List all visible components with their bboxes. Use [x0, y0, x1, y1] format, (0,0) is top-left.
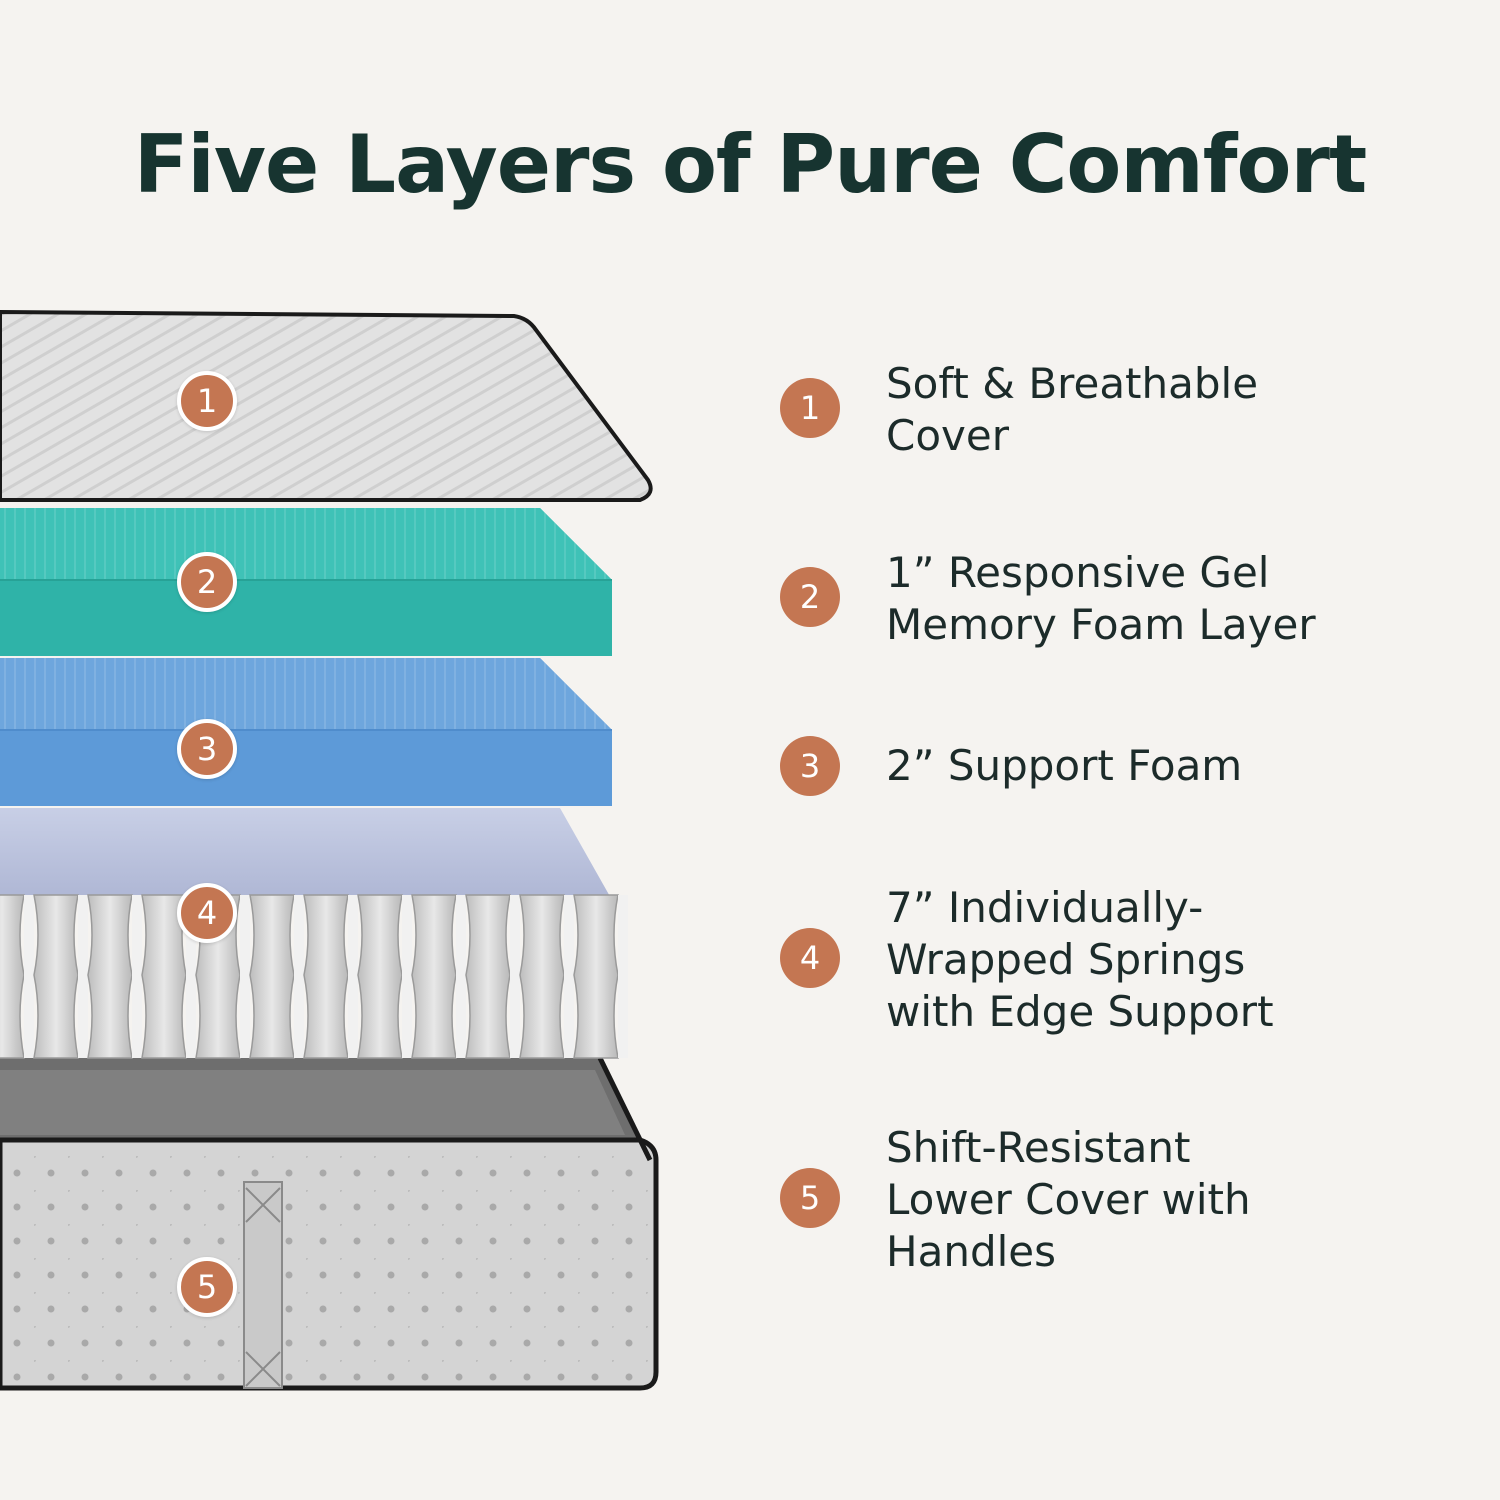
support-foam-layer	[0, 658, 612, 806]
spring-coil	[465, 894, 511, 1059]
layer-marker-5: 5	[177, 1257, 237, 1317]
legend-label-3: 2” Support Foam	[886, 741, 1243, 790]
legend-label-5: Shift-Resistant Lower Cover with Handles	[886, 1123, 1251, 1276]
legend-item-lower-cover: 5 Shift-Resistant Lower Cover with Handl…	[780, 1122, 1480, 1282]
spring-gap	[132, 895, 142, 1058]
legend-item-support-foam: 3 2” Support Foam	[780, 736, 1480, 900]
spring-gap	[24, 895, 34, 1058]
legend-badge-3: 3	[780, 736, 840, 796]
legend-item-cover: 1 Soft & Breathable Cover	[780, 358, 1480, 518]
spring-coil	[573, 894, 619, 1059]
legend-badge-2: 2	[780, 567, 840, 627]
legend-label-1: Soft & Breathable Cover	[886, 359, 1259, 460]
layer-marker-4: 4	[177, 883, 237, 943]
spring-coil	[303, 894, 349, 1059]
spring-gap	[618, 895, 628, 1058]
spring-coil	[0, 894, 25, 1059]
layer-marker-1: 1	[177, 371, 237, 431]
spring-coil	[33, 894, 79, 1059]
legend-badge-1: 1	[780, 378, 840, 438]
spring-gap	[348, 895, 358, 1058]
legend-label-2: 1” Responsive Gel Memory Foam Layer	[886, 548, 1316, 649]
spring-gap	[78, 895, 88, 1058]
legend-badge-4: 4	[780, 928, 840, 988]
legend-item-springs: 4 7” Individually- Wrapped Springs with …	[780, 882, 1480, 1042]
lower-cover-layer	[0, 1056, 659, 1391]
spring-gap	[402, 895, 412, 1058]
page-title: Five Layers of Pure Comfort	[133, 118, 1367, 211]
spring-gap	[294, 895, 304, 1058]
spring-coil	[519, 894, 565, 1059]
spring-gap	[456, 895, 466, 1058]
spring-gap	[186, 895, 196, 1058]
spring-gap	[510, 895, 520, 1058]
legend-item-gel-foam: 2 1” Responsive Gel Memory Foam Layer	[780, 547, 1480, 707]
legend-label-4: 7” Individually- Wrapped Springs with Ed…	[886, 883, 1274, 1036]
spring-gap	[564, 895, 574, 1058]
gel-memory-foam-layer	[0, 508, 612, 656]
spring-coil	[249, 894, 295, 1059]
legend-badge-5: 5	[780, 1168, 840, 1228]
spring-gap	[240, 895, 250, 1058]
layer-marker-2: 2	[177, 552, 237, 612]
spring-coil	[411, 894, 457, 1059]
spring-coil	[87, 894, 133, 1059]
top-cover-layer	[0, 309, 653, 502]
spring-coil	[357, 894, 403, 1059]
layer-marker-3: 3	[177, 719, 237, 779]
springs-layer	[0, 808, 628, 1059]
